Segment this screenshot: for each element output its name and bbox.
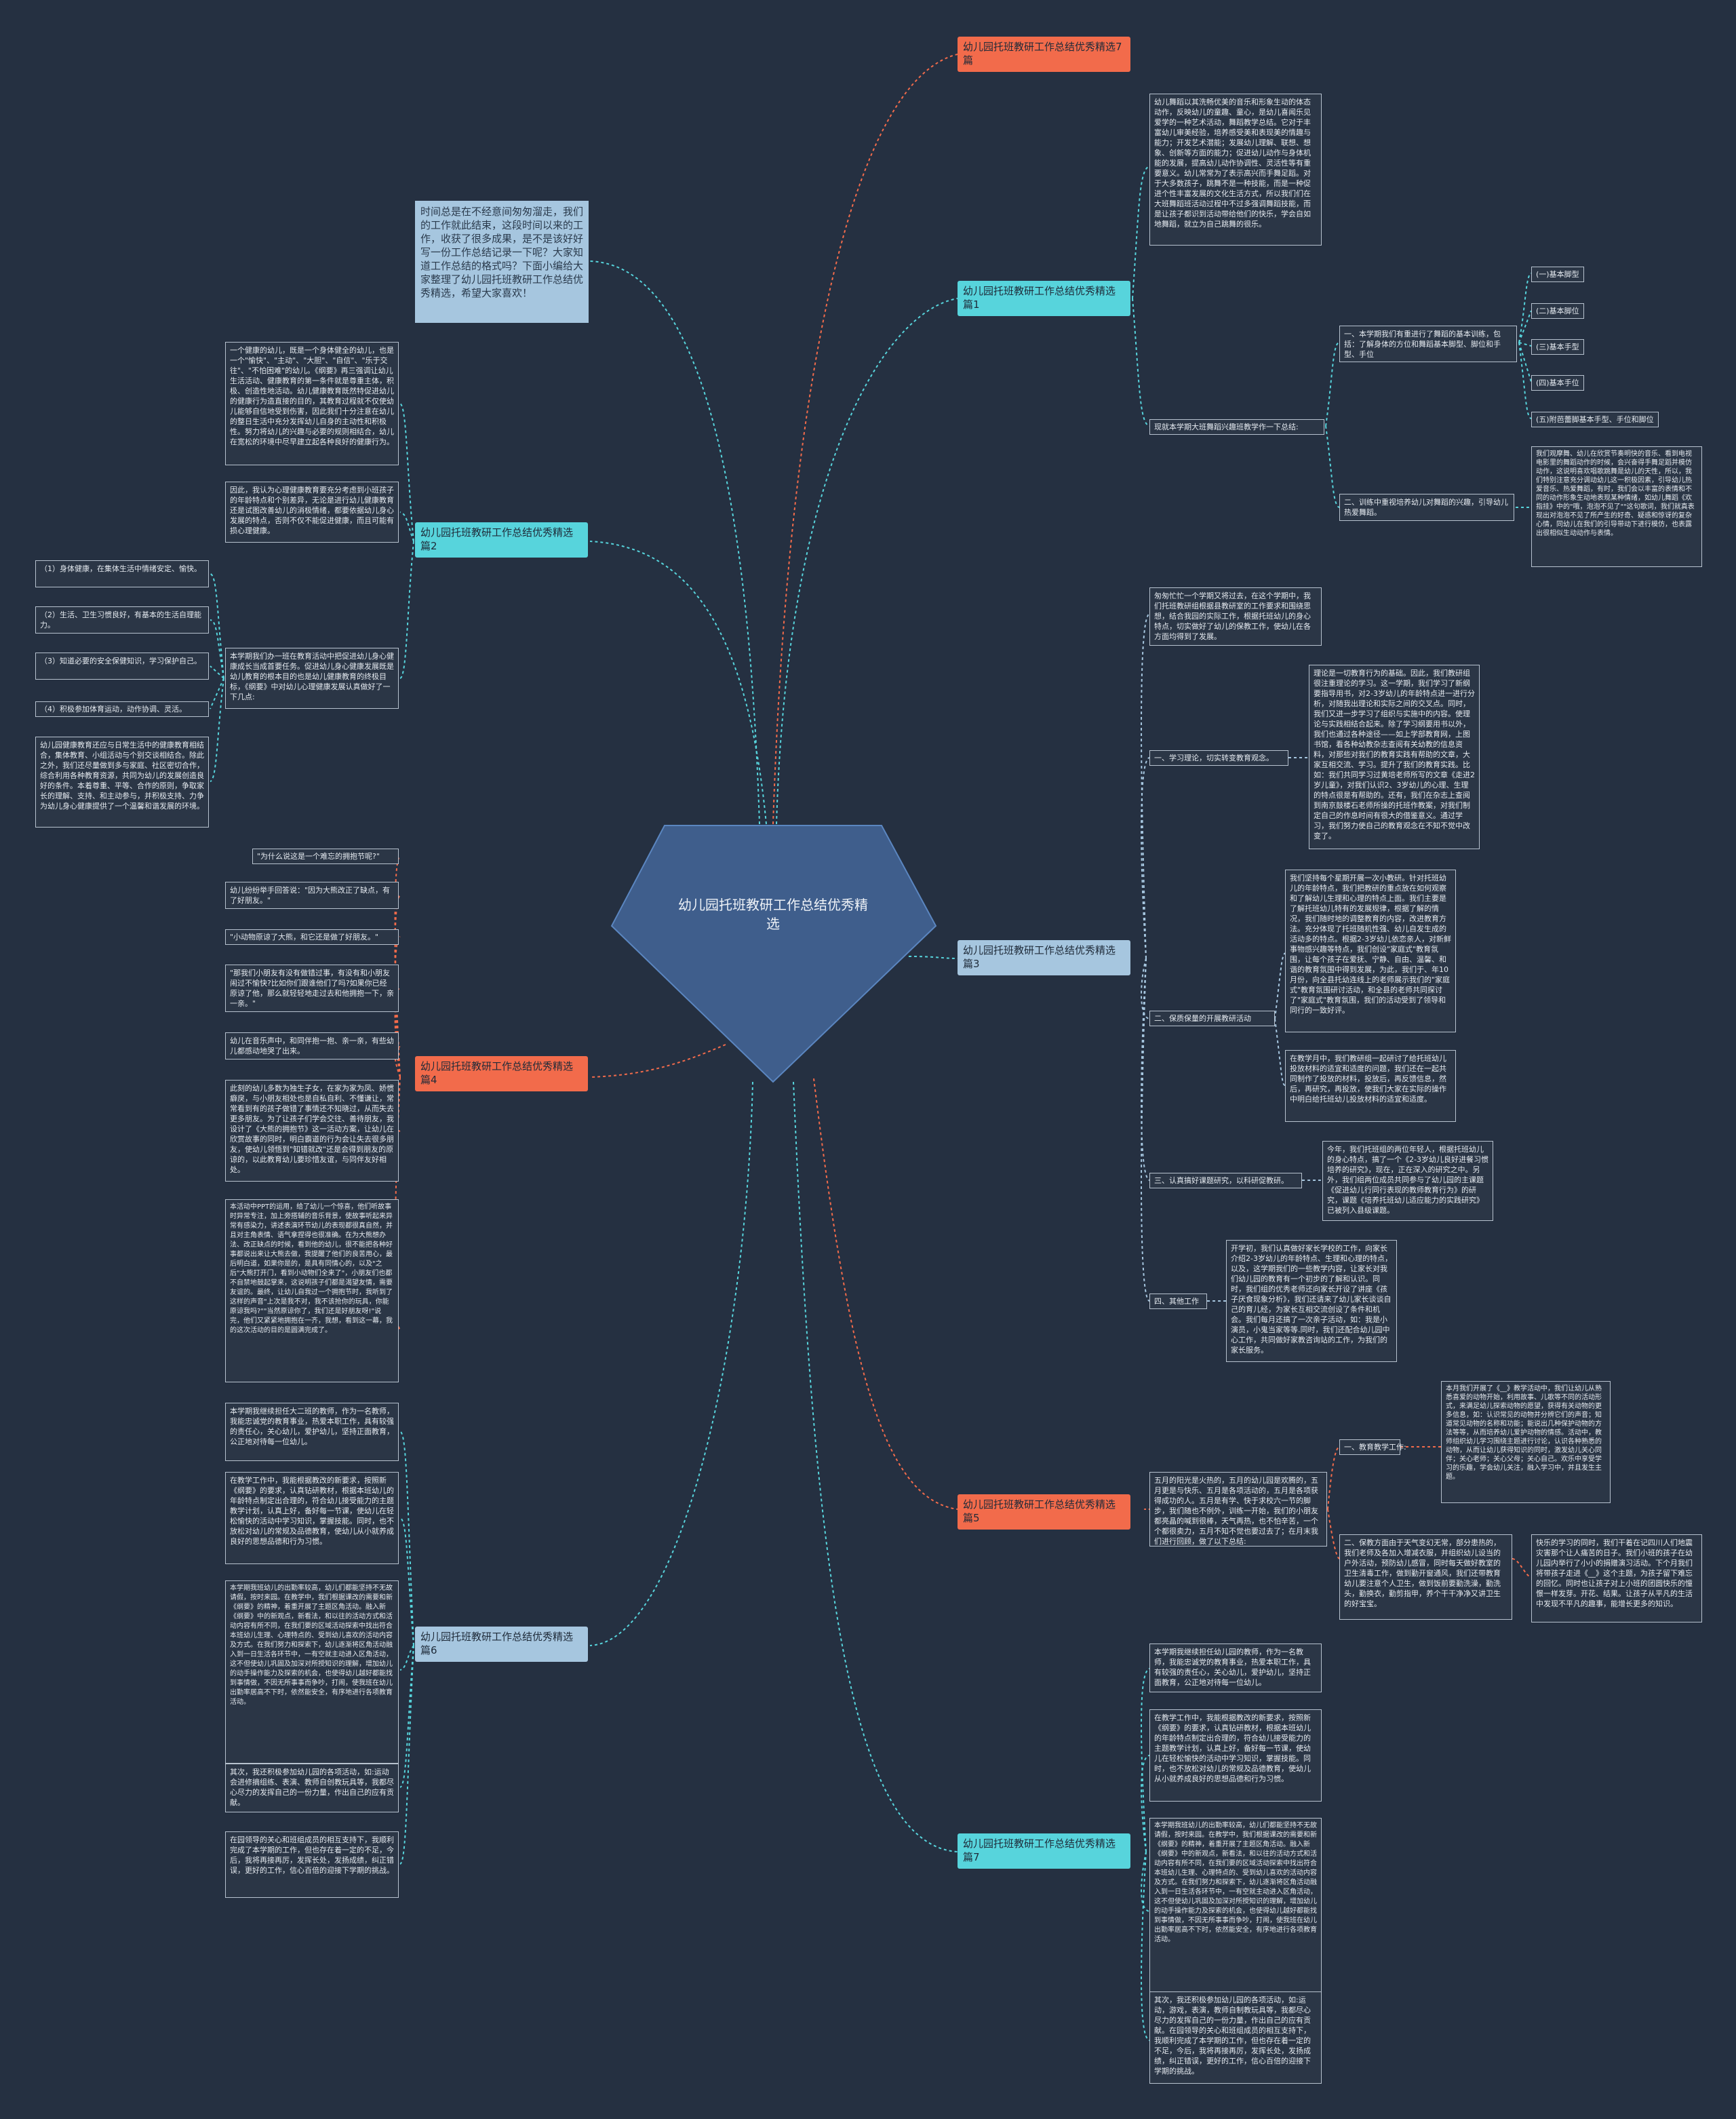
p4-quote-3: "小动物原谅了大熊，和它还是做了好朋友。" <box>225 929 399 945</box>
central-topic-title: 幼儿园托班教研工作总结优秀精选 <box>678 897 868 932</box>
p1-section-2-detail: 我们观摩舞、幼儿在欣赏节奏明快的音乐、看到电视电影里的舞蹈动作的时候，会兴奋得手… <box>1531 446 1702 567</box>
branch-article-1[interactable]: 幼儿园托班教研工作总结优秀精选篇1 <box>958 281 1130 316</box>
p1-summary: 现就本学期大班舞蹈兴趣班教学作一下总结: <box>1149 419 1324 435</box>
p6-text-a: 本学期我继续担任大二班的教师，作为一名教师，我能忠诚党的教育事业，热爱本职工作，… <box>225 1403 399 1461</box>
p1-section-2: 二、训练中重视培养幼儿对舞蹈的兴趣，引导幼儿热爱舞蹈。 <box>1339 494 1514 521</box>
p5-intro: 五月的阳光是火热的，五月的幼儿园是欢腾的，五月更是与快乐、五月是各项活动的，五月… <box>1149 1472 1327 1547</box>
p7-text-d: 其次，我还积极参加幼儿园的各项活动，如:运动，游戏，表演，教师自制教玩具等，我都… <box>1149 1991 1322 2084</box>
p3-section-4-detail: 开学初，我们认真做好家长学校的工作，向家长介绍2-3岁幼儿的年龄特点、生理和心理… <box>1226 1240 1397 1362</box>
p5-section-2: 二、保教方面由于天气变幻无常，部分患热的，我们老师及各加入增减衣服，并组织幼儿设… <box>1339 1534 1512 1620</box>
branch-article-7[interactable]: 幼儿园托班教研工作总结优秀精选篇7 <box>958 1833 1130 1869</box>
p3-section-4: 四、其他工作 <box>1149 1294 1207 1309</box>
p1-section-1: 一、本学期我们有重进行了舞蹈的基本训练，包括：了解身体的方位和舞蹈基本脚型、脚位… <box>1339 326 1517 362</box>
p4-quote-4: "那我们小朋友有没有做错过事，有没有和小朋友闹过不愉快?比如你们跟谁他们了吗?如… <box>225 965 399 1012</box>
p7-text-c: 本学期我班幼儿的出勤率较高，幼儿们都能坚持不无故请假，按时来园。在教学中，我们根… <box>1149 1818 1322 2001</box>
p3-intro: 匆匆忙忙一个学期又将过去，在这个学期中，我们托班教研组根据县教研室的工作要求和围… <box>1149 587 1322 646</box>
p1-list-item-2: (二)基本脚位 <box>1531 303 1584 319</box>
p3-section-1-detail: 理论是一切教育行为的基础。因此，我们教研组很注重理论的学习。这一学期，我们学习了… <box>1309 665 1480 849</box>
p2-list-item-3: （3）知道必要的安全保健知识，学习保护自己。 <box>35 653 209 680</box>
pentagon-shape <box>610 825 937 1083</box>
p4-text-reflection: 此刻的幼儿多数为独生子女，在家为家为凤、娇惯癖戾，与小朋友相处也是自私自利、不懂… <box>225 1080 399 1182</box>
p5-section-2-detail: 快乐的学习的同时，我们干着在记四川人们地震灾害那个让人痛苦的日子。我们小班的孩子… <box>1531 1534 1702 1622</box>
p7-text-a: 本学期我继续担任幼儿园的教师，作为一名教师，我能忠诚党的教育事业，热爱本职工作，… <box>1149 1644 1322 1692</box>
p3-section-1: 一、学习理论，切实转变教育观念。 <box>1149 750 1288 766</box>
p5-section-1: 一、教育教学工作: <box>1339 1439 1406 1455</box>
p2-text-d: 幼儿园健康教育还应与日常生活中的健康教育相结合，集体教育、小组活动与个别交谈相结… <box>35 737 209 828</box>
p7-text-b: 在教学工作中，我能根据教改的新要求，按照新《纲要》的要求，认真钻研教材，根据本班… <box>1149 1709 1322 1802</box>
p3-section-2: 二、保质保量的开展教研活动 <box>1149 1011 1275 1026</box>
p4-quote-5: 幼儿在音乐声中，和同伴抱一抱、亲一亲，有些幼儿都感动地哭了出来。 <box>225 1032 399 1060</box>
p3-section-3: 三、认真搞好课题研究，以科研促教研。 <box>1149 1173 1302 1188</box>
p1-list-item-5: (五)附芭蕾脚基本手型、手位和脚位 <box>1531 412 1659 427</box>
p3-section-2-detail-a: 我们坚持每个星期开展一次小教研。针对托班幼儿的年龄特点，我们把教研的重点放在如何… <box>1285 870 1456 1032</box>
branch-seven-articles[interactable]: 幼儿园托班教研工作总结优秀精选7篇 <box>958 37 1130 72</box>
p6-text-d: 其次，我还积极参加幼儿园的各项活动，如:运动会进修摘组练、表演、教师自创教玩具等… <box>225 1764 399 1812</box>
p5-section-1-detail: 本月我们开展了《__》教学活动中，我们让幼儿从熟悉喜爱的动物开始，利用故事、儿歌… <box>1441 1381 1611 1503</box>
central-topic[interactable] <box>610 824 937 1083</box>
p2-text-b: 因此，我认为心理健康教育要充分考虑到小班孩子的年龄特点和个别差异，无论是进行幼儿… <box>225 482 399 543</box>
p3-section-2-detail-b: 在教学月中，我们教研组一起研讨了给托班幼儿投放材料的适宜和适度的问题，我们还在一… <box>1285 1050 1456 1122</box>
branch-article-5[interactable]: 幼儿园托班教研工作总结优秀精选篇5 <box>958 1494 1130 1530</box>
p2-list-item-4: （4）积极参加体育运动，动作协调、灵活。 <box>35 701 209 717</box>
p4-quote-2: 幼儿纷纷举手回答说："因为大熊改正了缺点，有了好朋友。" <box>225 882 399 909</box>
p3-section-3-detail: 今年，我们托班组的两位年轻人，根据托班幼儿的身心特点，搞了一个《2-3岁幼儿良好… <box>1322 1141 1493 1221</box>
p4-quote-1: "为什么说这是一个难忘的拥抱节呢?" <box>252 849 399 864</box>
p2-text-c: 本学期我们办一班在教育活动中把促进幼儿身心健康成长当成首要任务。促进幼儿身心健康… <box>225 648 399 709</box>
branch-article-3[interactable]: 幼儿园托班教研工作总结优秀精选篇3 <box>958 940 1130 975</box>
p1-list-item-3: (三)基本手型 <box>1531 339 1584 355</box>
p2-text-a: 一个健康的幼儿，既是一个身体健全的幼儿，也是一个"愉快"、"主动"、"大胆"、"… <box>225 342 399 465</box>
p1-list-item-4: (四)基本手位 <box>1531 375 1584 391</box>
p6-text-c: 本学期我班幼儿的出勤率较高，幼儿们都能坚持不无故请假，按时来园。在教学中，我们根… <box>225 1580 399 1764</box>
p6-text-b: 在教学工作中，我能根据教改的新要求，按照新《纲要》的要求，认真钻研教材，根据本班… <box>225 1472 399 1564</box>
p2-list-item-2: （2）生活、卫生习惯良好，有基本的生活自理能力。 <box>35 606 209 634</box>
p1-list-item-1: (一)基本脚型 <box>1531 267 1584 282</box>
branch-article-2[interactable]: 幼儿园托班教研工作总结优秀精选篇2 <box>415 522 588 558</box>
intro-note: 时间总是在不经意间匆匆溜走，我们的工作就此结束，这段时间以来的工作，收获了很多成… <box>415 201 589 323</box>
branch-article-6[interactable]: 幼儿园托班教研工作总结优秀精选篇6 <box>415 1627 588 1662</box>
p2-list-item-1: （1）身体健康，在集体生活中情绪安定、愉快。 <box>35 560 209 587</box>
p4-text-activity: 本活动中PPT的运用，给了幼儿一个惊喜，他们听故事时异常专注，加上旁搭辅的音乐背… <box>225 1199 399 1382</box>
branch-article-4[interactable]: 幼儿园托班教研工作总结优秀精选篇4 <box>415 1056 588 1091</box>
p1-dance-text: 幼儿舞蹈以其洗畅优美的音乐和形象生动的体态动作，反映幼儿的童趣、童心，是幼儿喜闻… <box>1149 94 1322 246</box>
p6-text-e: 在园领导的关心和班组成员的相互支持下，我顺利完成了本学期的工作，但也存在着一定的… <box>225 1831 399 1898</box>
